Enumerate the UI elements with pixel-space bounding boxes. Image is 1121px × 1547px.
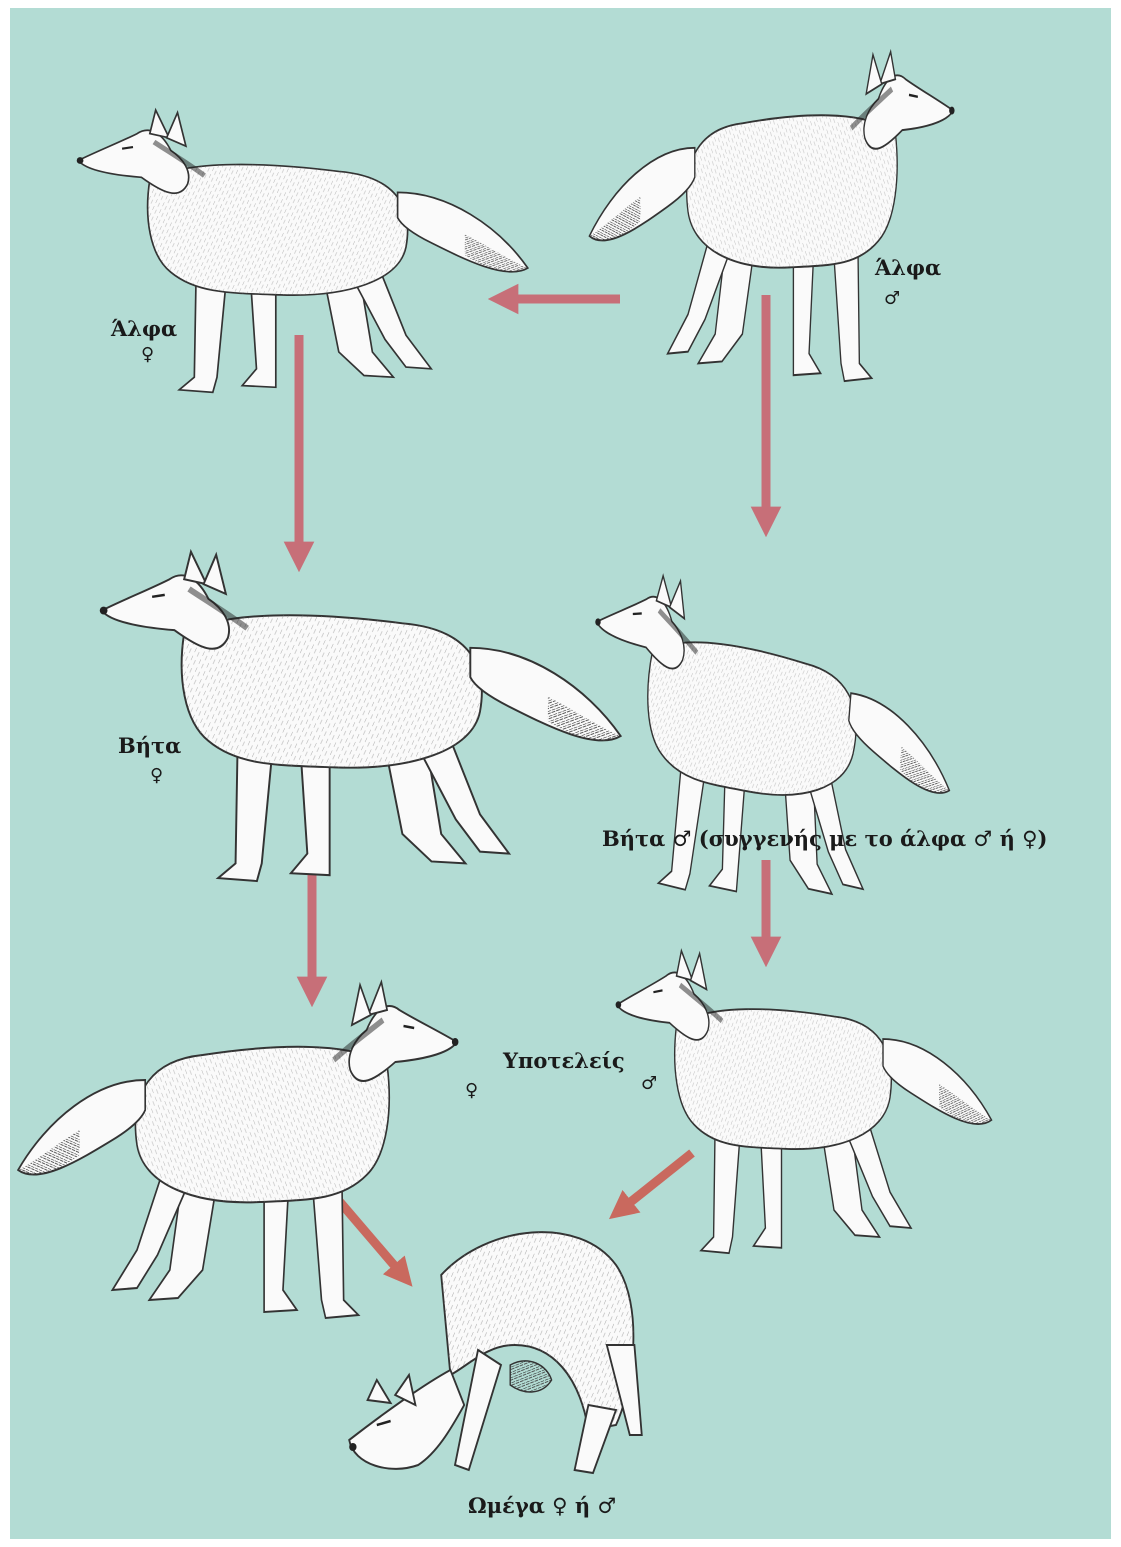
wolf-standing-left-icon: [616, 951, 992, 1253]
alpha-male-label: Άλφα: [875, 255, 941, 280]
subordinates-label: Υποτελείς: [503, 1048, 625, 1073]
arrow-subordinate-male-to-omega: [618, 1153, 692, 1212]
female-symbol: ♀: [141, 344, 154, 365]
beta-female-label: Βήτα: [118, 733, 181, 758]
male-symbol: ♂: [884, 288, 900, 309]
female-symbol: ♀: [465, 1080, 478, 1101]
male-symbol: ♂: [641, 1073, 657, 1094]
wolf-standing-left-icon: [100, 552, 621, 881]
female-symbol: ♀: [150, 765, 163, 786]
omega-label: Ωμέγα ♀ ή ♂: [468, 1493, 616, 1518]
alpha-female-label: Άλφα: [111, 316, 177, 341]
wolf-standing-front-icon: [589, 52, 954, 381]
beta-male-label: Βήτα ♂ (συγγενής με το άλφα ♂ ή ♀): [602, 826, 1047, 851]
